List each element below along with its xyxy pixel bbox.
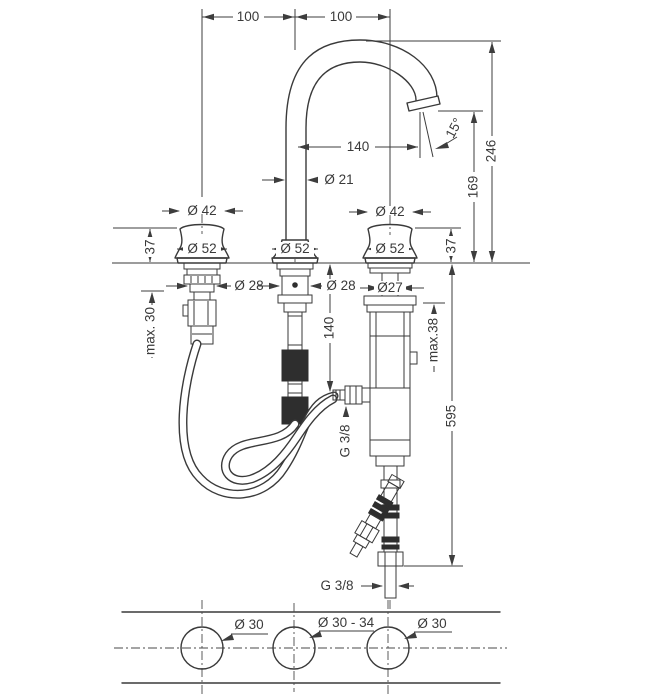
dia-shank-left: Ø 28 [234,278,263,293]
dim-connection-drop: 140 [322,317,337,340]
valve-body-left [182,262,221,345]
handle-left-base [176,257,228,264]
dia-spout-pipe: Ø 21 [324,172,353,187]
handle-left [174,223,230,259]
dim-outlet-height: 169 [466,176,481,199]
dim-outlet-angle: 15° [443,115,466,140]
dia-escutcheon-mid: Ø 52 [280,241,309,256]
supply-hoses [178,339,339,499]
spout-base-right [362,223,418,259]
spout-base-right-base [364,257,416,264]
dia-hole-right: Ø 30 [417,616,446,631]
dim-spacing-left: 100 [237,9,260,24]
dim-hose-length: 595 [444,405,459,428]
spout-inner-curve [305,61,417,241]
valve-body-mid [276,262,314,425]
dimension-layer: 100 100 140 Ø 21 Ø 42 Ø 42 Ø 52 Ø 52 Ø 5… [113,9,501,593]
dia-escutcheon-left: Ø 52 [187,241,216,256]
dia-shank-right: Ø27 [377,280,403,295]
dia-hole-mid: Ø 30 - 34 [318,615,375,630]
mounting-hole-left [180,626,224,670]
faucet-front-view [112,39,530,610]
dia-handle-left: Ø 42 [187,203,216,218]
dia-shank-mid: Ø 28 [326,278,355,293]
dim-esc-height-left: 37 [143,239,158,254]
dim-max-thickness-right: max.38 [426,318,441,362]
dim-esc-height-right: 37 [444,238,459,253]
dim-reach: 140 [347,139,370,154]
plan-view: Ø 30 Ø 30 - 34 Ø 30 [114,600,507,696]
thread-bottom: G 3/8 [320,578,353,593]
dia-spout-base: Ø 42 [375,204,404,219]
dia-escutcheon-right: Ø 52 [375,241,404,256]
mounting-hole-right [366,626,410,670]
dim-spacing-right: 100 [330,9,353,24]
dim-total-height: 246 [484,140,499,163]
thread-side: G 3/8 [338,424,353,457]
mounting-hole-mid [272,626,316,670]
spout-outer-curve [285,39,438,241]
dim-max-thickness-left: max. 30 [143,307,158,355]
supply-hose-angled [349,473,405,558]
dia-hole-left: Ø 30 [234,617,263,632]
spout-outlet-tip [406,95,441,112]
